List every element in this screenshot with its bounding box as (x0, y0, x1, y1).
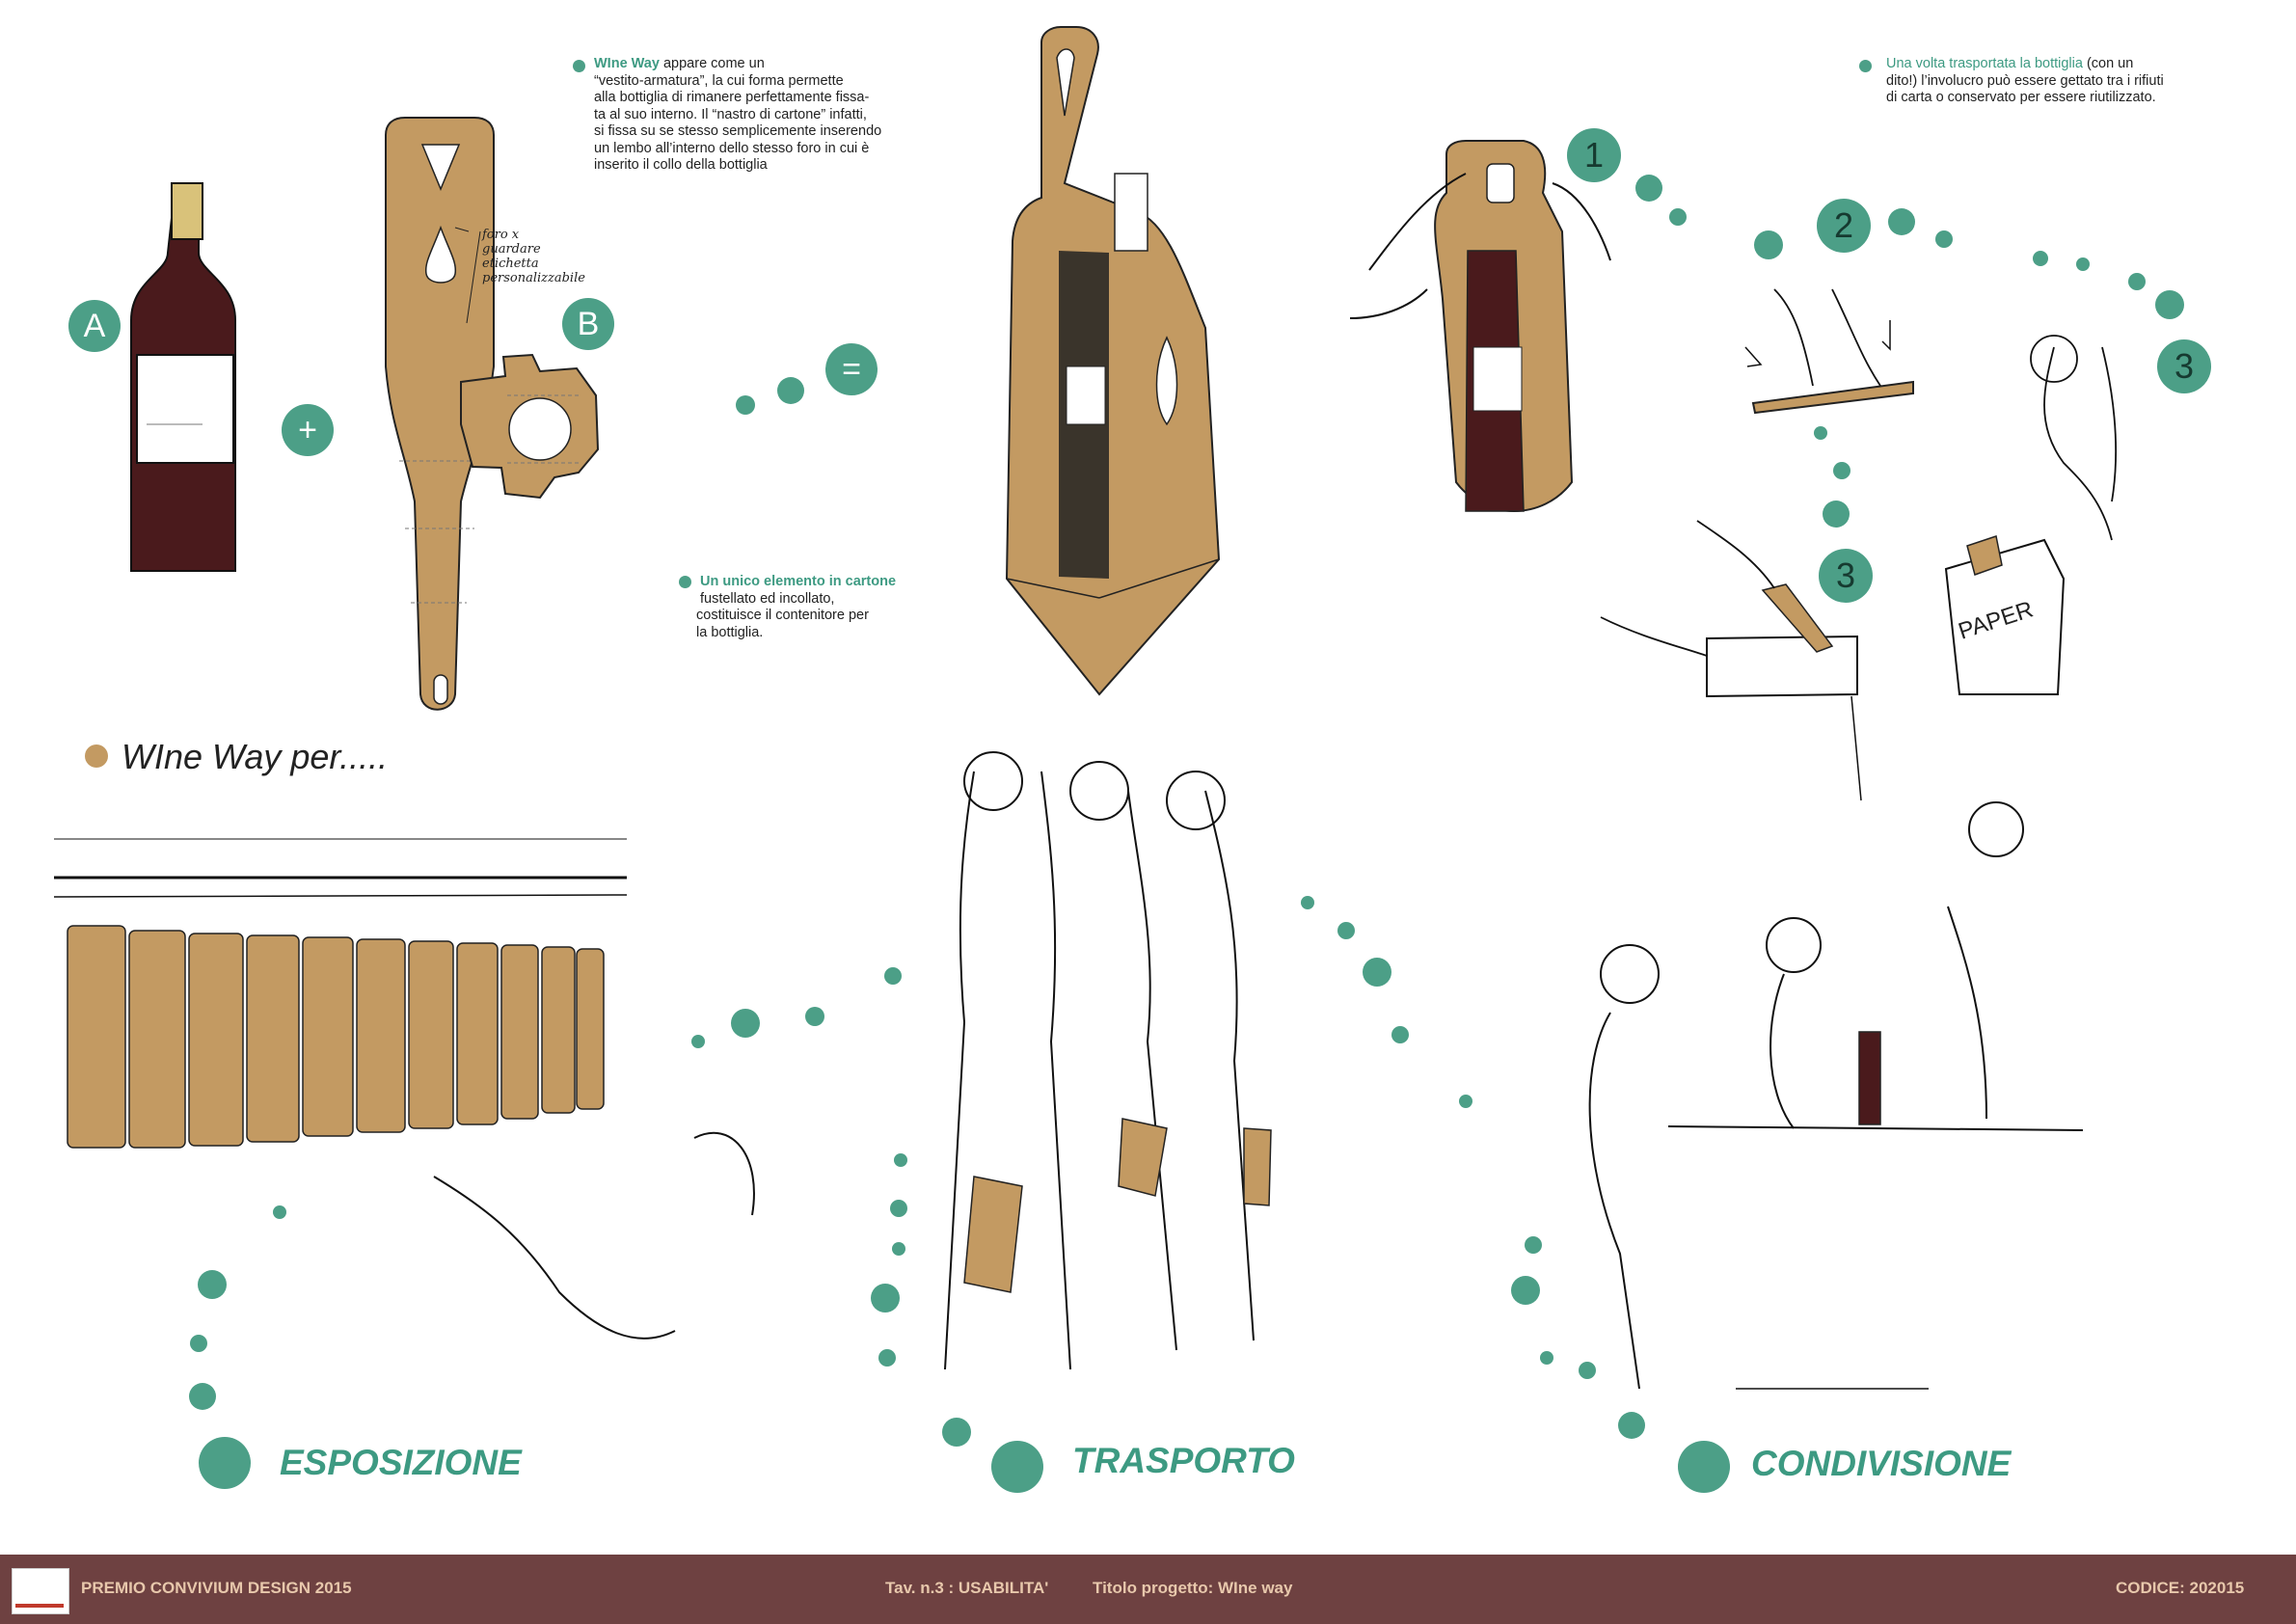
step-2-number: 2 (1817, 199, 1871, 253)
usage-step-2-sketch (1744, 288, 1914, 415)
category-dot-esposizione (199, 1437, 251, 1489)
top-description-line: alla bottiglia di rimanere perfettamente… (594, 90, 870, 105)
element-description-line: fustellato ed incollato, (700, 590, 835, 607)
category-dot-trasporto (991, 1441, 1043, 1493)
top-description: WIne Way appare come un “vestito-armatur… (594, 56, 881, 175)
category-esposizione: ESPOSIZIONE (280, 1443, 522, 1482)
wine-bottle-a (130, 182, 236, 572)
footer-table-number: Tav. n.3 : USABILITA' (885, 1579, 1049, 1597)
plus-sign: + (282, 404, 334, 456)
reuse-description-line: di carta o conservato per essere riutili… (1886, 90, 2156, 105)
element-description-line: la bottiglia. (696, 624, 764, 640)
handwritten-note-line: foro x (482, 228, 520, 242)
convivium-logo (12, 1568, 69, 1614)
label-b: B (562, 298, 614, 350)
top-description-highlight: WIne Way (594, 56, 660, 71)
usage-step-3-box-sketch (1600, 520, 1862, 801)
footer-competition: PREMIO CONVIVIUM DESIGN 2015 (81, 1579, 352, 1597)
handwritten-note-line: guardare (482, 242, 541, 257)
category-dot-condivisione (1678, 1441, 1730, 1493)
handwritten-note-line: personalizzabile (482, 271, 585, 285)
sketch-artwork (53, 26, 2184, 1447)
categories-heading: WIne Way per..... (85, 737, 388, 777)
reuse-description-text: (con un (2082, 56, 2134, 71)
top-description-line: si fissa su se stesso semplicemente inse… (594, 123, 882, 139)
reuse-description-highlight: Una volta trasportata la bottiglia (1886, 56, 2083, 71)
assembled-package (1005, 26, 1221, 696)
reuse-description-line: dito!) l’involucro può essere gettato tr… (1886, 72, 2164, 89)
categories-heading-dot (85, 744, 108, 769)
category-trasporto: TRASPORTO (1072, 1441, 1295, 1480)
display-wall-sketch (53, 838, 755, 1340)
reuse-description-bullet (1859, 60, 1872, 72)
footer-project-title: Titolo progetto: WIne way (1093, 1579, 1293, 1597)
reuse-description: Una volta trasportata la bottiglia (con … (1886, 56, 2164, 107)
top-description-bullet (573, 60, 585, 72)
category-condivisione: CONDIVISIONE (1751, 1444, 2012, 1483)
cardboard-die-cut-b (385, 117, 600, 711)
top-description-line: “vestito-armatura”, la cui forma permett… (594, 72, 844, 89)
footer-bar: PREMIO CONVIVIUM DESIGN 2015 Tav. n.3 : … (0, 1555, 2296, 1624)
top-description-line: un lembo all’interno dello stesso foro i… (594, 140, 870, 156)
handwritten-note: foro x guardare etichetta personalizzabi… (482, 228, 585, 285)
categories-heading-text: WIne Way per..... (122, 737, 389, 776)
step-1-number: 1 (1567, 128, 1621, 182)
decorative-dots (189, 175, 2184, 1447)
label-a: A (68, 300, 121, 352)
usage-step-3-sketch (1944, 335, 2118, 695)
top-description-line: inserito il collo della bottiglia (594, 157, 768, 173)
handwritten-note-line: etichetta (482, 257, 539, 271)
element-description-bullet (679, 576, 691, 588)
reuse-description-line: Una volta trasportata la bottiglia (con … (1886, 56, 2164, 73)
step-3b-number: 3 (1819, 549, 1873, 603)
logo-bar (15, 1604, 64, 1608)
top-description-line: WIne Way appare come un (594, 56, 881, 73)
hanging-packages (67, 925, 605, 1149)
equals-sign: = (825, 343, 878, 395)
step-3-number: 3 (2157, 339, 2211, 393)
element-description-line: costituisce il contenitore per (696, 608, 869, 623)
sharing-sketch (1588, 801, 2084, 1390)
transport-sketch (944, 751, 1272, 1370)
usage-step-1-sketch (1349, 140, 1611, 512)
top-description-line: ta al suo interno. Il “nastro di cartone… (594, 106, 867, 122)
element-description-highlight: Un unico elemento in cartone (700, 574, 897, 589)
element-description: Un unico elemento in cartone fustellato … (696, 574, 896, 641)
footer-code: CODICE: 202015 (2116, 1579, 2245, 1597)
top-description-text: appare come un (659, 56, 765, 71)
